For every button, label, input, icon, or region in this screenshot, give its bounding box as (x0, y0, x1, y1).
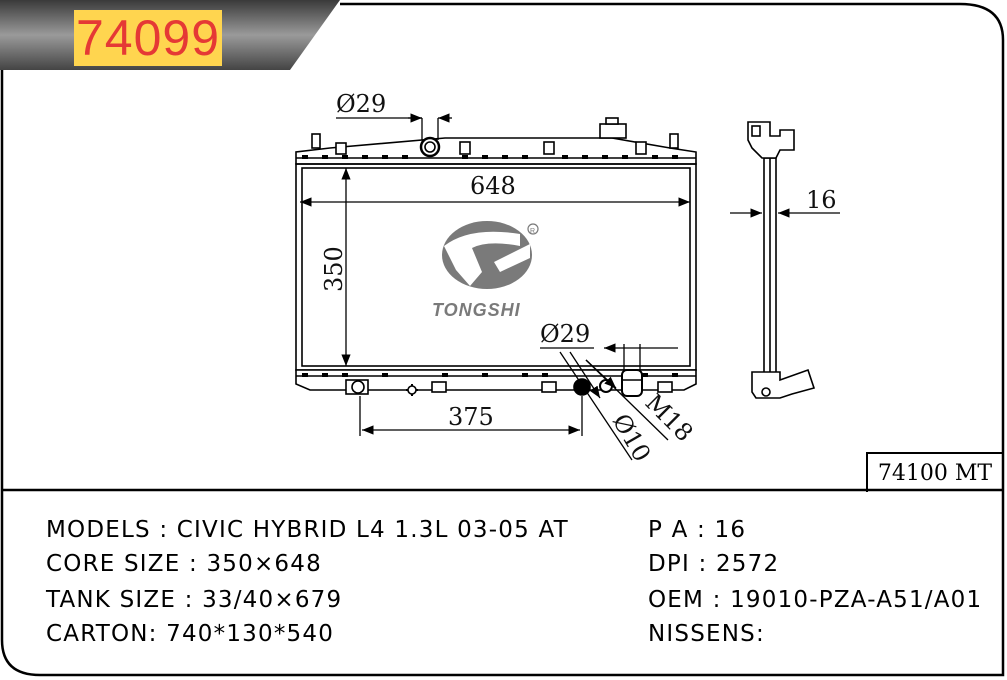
top-tank-ribs (302, 155, 678, 159)
core-height-label: 350 (320, 246, 348, 292)
radiator-front-view (295, 117, 697, 397)
inlet-diameter-label: Ø29 (336, 90, 386, 118)
thickness-label: 16 (806, 186, 837, 214)
spec-carton: CARTON: 740*130*540 (46, 621, 335, 647)
spec-oem: OEM : 19010-PZA-A51/A01 (648, 587, 983, 613)
dpi-value: 2572 (715, 551, 780, 577)
nissens-label: NISSENS (648, 621, 756, 647)
spec-tank-size: TANK SIZE : 33/40×679 (46, 587, 343, 613)
drain-diameter-label: Ø10 (607, 409, 656, 466)
spec-models: MODELS : CIVIC HYBRID L4 1.3L 03-05 AT (46, 517, 569, 543)
spec-dpi: DPI : 2572 (648, 551, 780, 577)
tongshi-logo (442, 221, 539, 289)
alt-part-code: 74100 MT (866, 452, 1002, 492)
part-number-title: 74099 (74, 10, 223, 66)
bottom-tank-ribs (302, 373, 678, 377)
dpi-label: DPI (648, 551, 690, 577)
core-size-label: CORE SIZE (46, 551, 181, 577)
registered-mark: R (530, 228, 535, 235)
oem-label: OEM (648, 587, 705, 613)
spec-pa: P A : 16 (648, 517, 747, 543)
logo-wordmark: TONGSHI (432, 300, 521, 320)
tank-size-value: 33/40×679 (202, 587, 343, 613)
oem-value: 19010-PZA-A51/A01 (730, 587, 983, 613)
spec-core-size: CORE SIZE : 350×648 (46, 551, 322, 577)
outlet-offset-label: 375 (448, 403, 494, 431)
core-size-value: 350×648 (206, 551, 322, 577)
outlet-diameter-label: Ø29 (540, 320, 590, 348)
tank-size-label: TANK SIZE (46, 587, 177, 613)
carton-value: 740*130*540 (166, 621, 335, 647)
pa-label: P A (648, 517, 689, 543)
carton-label: CARTON (46, 621, 149, 647)
models-label: MODELS (46, 517, 151, 543)
core-width-label: 648 (470, 172, 516, 200)
pa-value: 16 (714, 517, 747, 543)
radiator-side-view (747, 121, 816, 399)
dimension-lines (300, 113, 690, 461)
spec-nissens: NISSENS: (648, 621, 765, 647)
models-value: CIVIC HYBRID L4 1.3L 03-05 AT (176, 517, 569, 543)
